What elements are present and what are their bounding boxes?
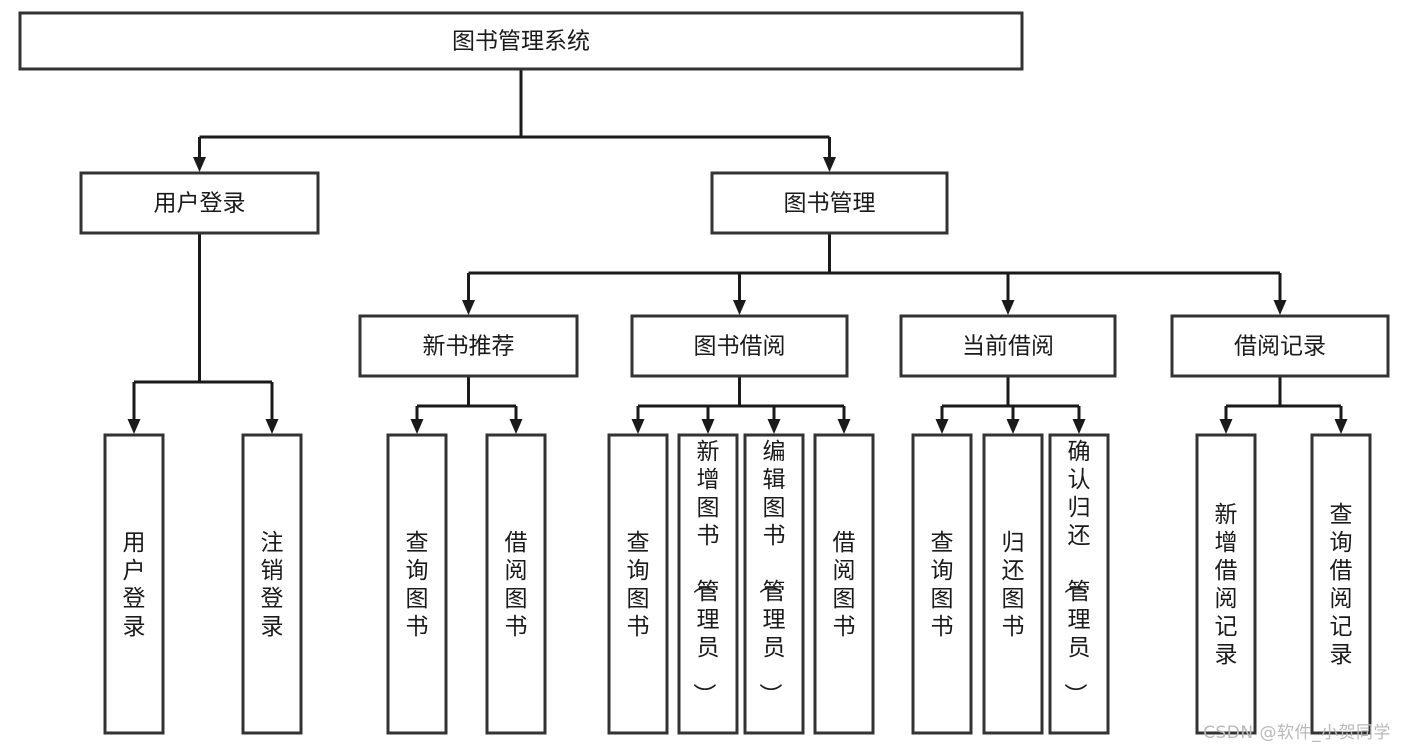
leaf-node-5-label: 新增图书（管理员） (691, 439, 720, 706)
arrow-head-icon (767, 419, 781, 434)
level3-node-2-label: 当前借阅 (962, 334, 1054, 360)
arrow-head-icon (837, 419, 851, 434)
leaf-node-1-box[interactable] (241, 433, 303, 735)
level3-node-3-label: 借阅记录 (1234, 334, 1326, 360)
leaf-node-0-box[interactable] (103, 433, 165, 735)
nodes-layer: 图书管理系统用户登录图书管理新书推荐图书借阅当前借阅借阅记录用户登录注销登录查询… (18, 11, 1390, 735)
leaf-node-8-box[interactable] (911, 433, 973, 735)
root-node-book-management-system-box[interactable] (18, 11, 1024, 71)
leaf-node-2[interactable]: 查询图书 (386, 433, 448, 735)
level2-node-0-label: 用户登录 (154, 191, 246, 217)
arrow-head-icon (1001, 300, 1015, 315)
leaf-node-5-box[interactable] (677, 433, 739, 735)
leaf-node-9-box[interactable] (982, 433, 1044, 735)
level3-node-3-box[interactable] (1170, 314, 1390, 378)
arrow-head-icon (127, 419, 141, 434)
leaf-node-4-label: 查询图书 (627, 530, 650, 640)
arrow-head-icon (631, 419, 645, 434)
arrow-head-icon (265, 419, 279, 434)
arrow-head-icon (509, 419, 523, 434)
leaf-node-7[interactable]: 借阅图书 (813, 433, 875, 735)
arrow-head-icon (733, 300, 746, 315)
arrow-head-icon (935, 419, 949, 434)
level3-node-0-box[interactable] (358, 314, 579, 378)
arrow-head-icon (1334, 419, 1348, 434)
level2-node-1[interactable]: 图书管理 (710, 171, 949, 235)
level3-node-1-label: 图书借阅 (694, 334, 786, 360)
leaf-node-11[interactable]: 新增借阅记录 (1195, 433, 1257, 735)
leaf-node-7-label: 借阅图书 (833, 530, 856, 640)
level3-node-3[interactable]: 借阅记录 (1170, 314, 1390, 378)
leaf-node-6-label: 编辑图书（管理员） (757, 439, 786, 706)
leaf-node-1[interactable]: 注销登录 (241, 433, 303, 735)
leaf-node-12-label: 查询借阅记录 (1330, 502, 1353, 668)
leaf-node-2-box[interactable] (386, 433, 448, 735)
level3-node-0-label: 新书推荐 (423, 334, 515, 360)
arrow-head-icon (1219, 419, 1233, 434)
leaf-node-10-label: 确认归还（管理员） (1062, 439, 1091, 706)
arrow-head-icon (1273, 300, 1287, 315)
leaf-node-3[interactable]: 借阅图书 (485, 433, 547, 735)
leaf-node-4[interactable]: 查询图书 (607, 433, 669, 735)
leaf-node-4-box[interactable] (607, 433, 669, 735)
arrow-head-icon (410, 419, 424, 434)
level3-node-2[interactable]: 当前借阅 (899, 314, 1117, 378)
leaf-node-11-box[interactable] (1195, 433, 1257, 735)
arrow-head-icon (701, 419, 715, 434)
leaf-node-12-box[interactable] (1310, 433, 1372, 735)
level3-node-0[interactable]: 新书推荐 (358, 314, 579, 378)
watermark-text: CSDN @软件_小贺同学 (1203, 723, 1391, 743)
leaf-node-9-label: 归还图书 (1002, 530, 1025, 640)
level3-node-1[interactable]: 图书借阅 (630, 314, 849, 378)
leaf-node-6-box[interactable] (743, 433, 805, 735)
leaf-node-6[interactable]: 编辑图书（管理员） (743, 433, 805, 735)
arrow-head-icon (823, 157, 836, 172)
leaf-node-1-label: 注销登录 (261, 530, 284, 640)
leaf-node-10[interactable]: 确认归还（管理员） (1048, 433, 1110, 735)
level2-node-1-label: 图书管理 (784, 191, 876, 217)
arrow-head-icon (1006, 419, 1020, 434)
leaf-node-0-label: 用户登录 (123, 530, 146, 640)
leaf-node-8[interactable]: 查询图书 (911, 433, 973, 735)
leaf-node-8-label: 查询图书 (931, 530, 954, 640)
connectors-layer (127, 69, 1348, 434)
level2-node-1-box[interactable] (710, 171, 949, 235)
arrow-head-icon (1072, 419, 1086, 434)
level2-node-0[interactable]: 用户登录 (79, 171, 320, 235)
leaf-node-11-label: 新增借阅记录 (1215, 502, 1238, 668)
leaf-node-3-box[interactable] (485, 433, 547, 735)
leaf-node-10-box[interactable] (1048, 433, 1110, 735)
leaf-node-7-box[interactable] (813, 433, 875, 735)
level2-node-0-box[interactable] (79, 171, 320, 235)
arrow-head-icon (193, 157, 206, 172)
leaf-node-5[interactable]: 新增图书（管理员） (677, 433, 739, 735)
level3-node-1-box[interactable] (630, 314, 849, 378)
arrow-head-icon (462, 300, 475, 315)
leaf-node-0[interactable]: 用户登录 (103, 433, 165, 735)
leaf-node-3-label: 借阅图书 (505, 530, 528, 640)
leaf-node-9[interactable]: 归还图书 (982, 433, 1044, 735)
root-node-book-management-system[interactable]: 图书管理系统 (18, 11, 1024, 71)
leaf-node-2-label: 查询图书 (406, 530, 429, 640)
level3-node-2-box[interactable] (899, 314, 1117, 378)
leaf-node-12[interactable]: 查询借阅记录 (1310, 433, 1372, 735)
root-node-book-management-system-label: 图书管理系统 (452, 29, 590, 55)
